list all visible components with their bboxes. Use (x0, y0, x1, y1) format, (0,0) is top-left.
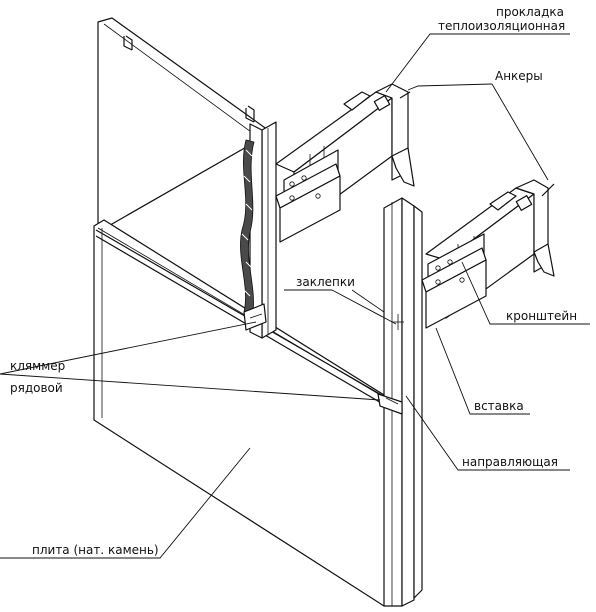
label-prokladka-line2: теплоизоляционная (438, 19, 565, 33)
label-ankery: Анкеры (495, 69, 543, 83)
labels: прокладка теплоизоляционная Анкеры закле… (10, 5, 577, 557)
right-klyammer-clip (377, 393, 403, 415)
label-plita: плита (нат. камень) (32, 543, 159, 557)
slab-top-clip-marks (123, 35, 255, 123)
left-vertical-guide (249, 121, 277, 339)
label-kronshtein: кронштейн (506, 309, 577, 323)
rivets (392, 314, 404, 330)
label-prokladka-line1: прокладка (496, 5, 564, 19)
label-klyammer-line2: рядовой (10, 381, 63, 395)
leader-lines (0, 33, 590, 559)
label-vstavka: вставка (474, 399, 524, 413)
label-klyammer-line1: кляммер (10, 359, 65, 373)
label-zaklepki: заклепки (296, 275, 355, 289)
upper-stone-slab (97, 17, 269, 233)
label-napravlyayushchaya: направляющая (462, 455, 558, 469)
upper-bracket (275, 83, 415, 243)
lower-bracket (421, 179, 555, 329)
